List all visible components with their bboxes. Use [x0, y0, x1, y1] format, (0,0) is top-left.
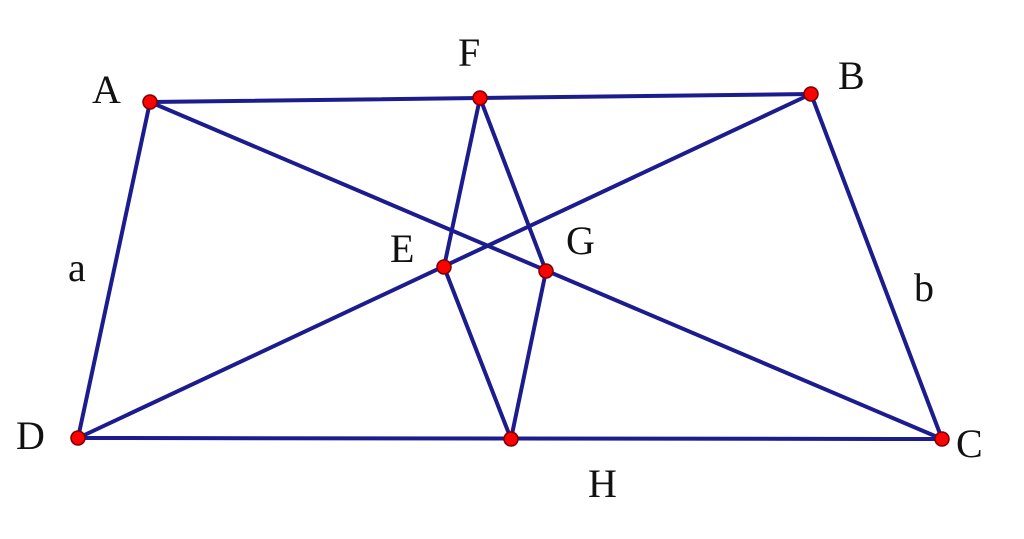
segments	[76, 92, 944, 441]
segment-FG	[478, 96, 548, 273]
label-H: H	[588, 461, 617, 506]
label-G: G	[566, 218, 595, 263]
label-E: E	[390, 226, 414, 271]
point-F	[472, 90, 488, 106]
segment-AD	[76, 100, 152, 440]
segment-BC	[809, 92, 944, 441]
point-E	[436, 259, 452, 275]
segment-EH	[442, 265, 513, 441]
point-H	[503, 431, 519, 447]
point-A	[142, 94, 158, 110]
points	[70, 86, 950, 447]
label-b: b	[914, 265, 934, 310]
segment-FE	[442, 96, 482, 269]
point-G	[538, 263, 554, 279]
segment-GH	[509, 269, 548, 441]
point-D	[70, 430, 86, 446]
labels: A F B E G a b D C H	[16, 30, 983, 506]
point-B	[803, 86, 819, 102]
label-C: C	[956, 421, 983, 466]
label-a: a	[68, 245, 86, 290]
point-C	[934, 431, 950, 447]
label-D: D	[16, 413, 45, 458]
label-F: F	[458, 30, 480, 75]
label-B: B	[838, 53, 865, 98]
label-A: A	[92, 67, 121, 112]
